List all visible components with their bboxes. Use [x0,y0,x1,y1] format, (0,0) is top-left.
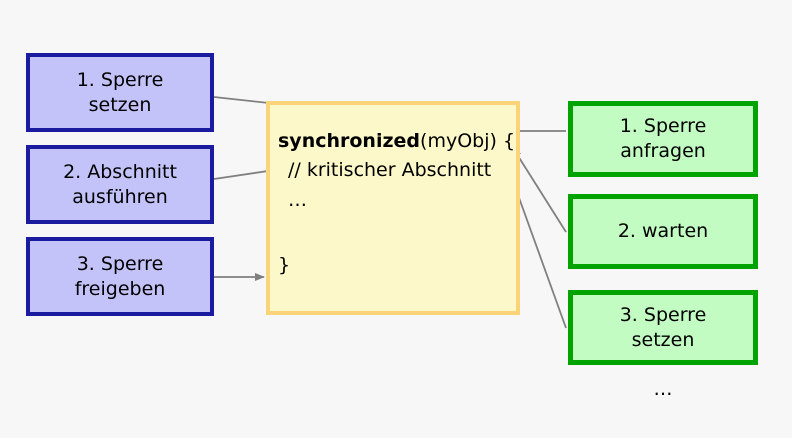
arrow-green2-to-code [512,147,567,233]
lock-box-wait[interactable]: 2. warten [568,194,758,269]
lock-box-line-2: setzen [631,328,695,351]
code-signature-rest: (myObj) { [420,130,516,152]
lock-box-line-1: 3. Sperre [619,303,707,326]
code-line-closing-brace: } [278,254,291,277]
lock-box-line-1: 1. Sperre [619,115,707,138]
keyword-synchronized: synchronized [278,130,421,152]
lock-box-line-1: 2. warten [617,220,709,243]
lock-box-request-lock[interactable]: 1. Sperre anfragen [568,101,758,177]
step-box-line-1: 3. Sperre [76,252,164,275]
lock-box-line-2: anfragen [620,140,706,162]
step-box-release-lock[interactable]: 3. Sperre freigeben [26,237,214,316]
code-line-ellipsis: … [288,188,307,211]
step-box-line-2: setzen [88,93,152,116]
step-box-execute-section[interactable]: 2. Abschnitt ausführen [26,145,214,224]
code-line-comment: // kritischer Abschnitt [288,159,492,182]
step-box-line-2: freigeben [74,277,166,300]
step-box-set-lock[interactable]: 1. Sperre setzen [26,53,214,132]
step-box-line-2: ausführen [72,185,168,208]
lock-column-ellipsis: … [653,378,673,400]
lock-box-set-lock[interactable]: 3. Sperre setzen [568,290,758,365]
code-line-signature: synchronized(myObj) { [278,127,516,156]
code-snippet-box: synchronized(myObj) { // kritischer Absc… [266,101,520,315]
step-box-line-1: 1. Sperre [76,68,164,91]
step-box-line-1: 2. Abschnitt [63,160,177,183]
